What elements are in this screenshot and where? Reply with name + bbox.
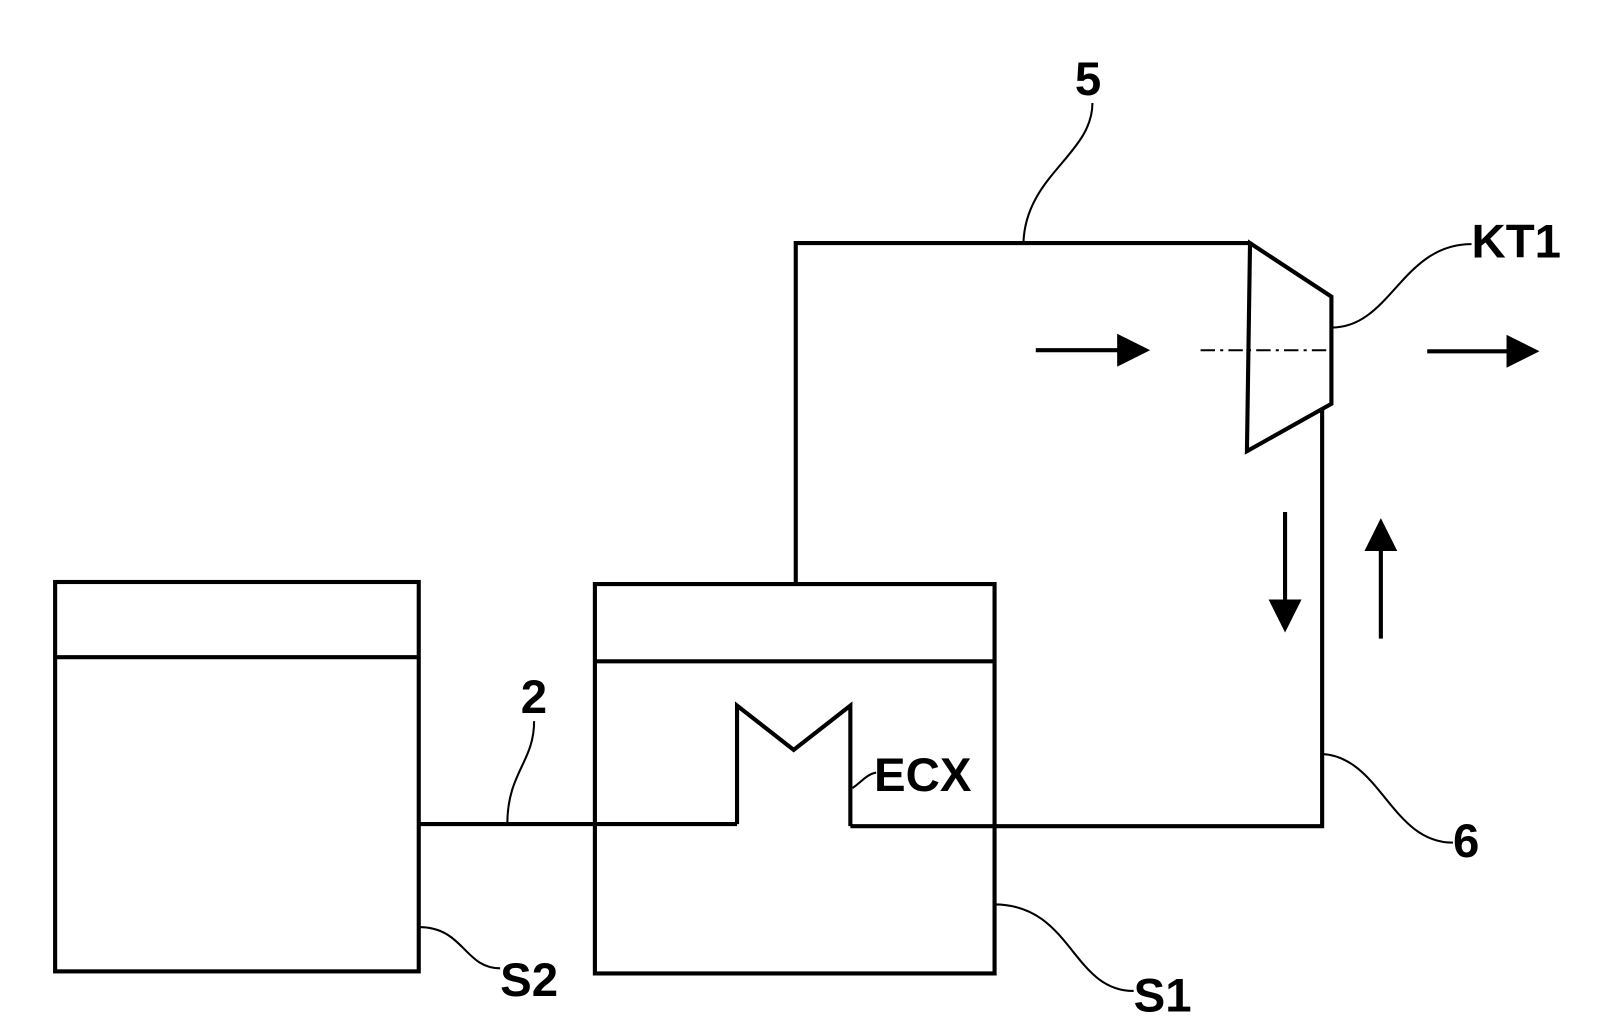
- pipe-5: [793, 241, 1251, 585]
- label-2: 2: [521, 671, 547, 724]
- storage-s2: [53, 579, 421, 974]
- label-5: 5: [1075, 53, 1101, 106]
- label-s2: S2: [500, 954, 558, 1007]
- label-s1: S1: [1134, 970, 1192, 1023]
- heat-exchanger-ecx: [734, 701, 853, 827]
- leader-s1: [994, 903, 1134, 992]
- turbine-kt1: [1244, 239, 1334, 455]
- label-6: 6: [1453, 815, 1479, 868]
- label-kt1: KT1: [1471, 216, 1561, 269]
- leader-ecx: [851, 771, 877, 789]
- label-ecx: ECX: [874, 749, 972, 802]
- leader-5: [1022, 103, 1094, 244]
- pipe-6: [850, 409, 1325, 829]
- leader-s2: [418, 926, 501, 970]
- leader-kt1: [1331, 243, 1472, 329]
- leader-6: [1322, 752, 1453, 844]
- leader-2: [506, 721, 536, 825]
